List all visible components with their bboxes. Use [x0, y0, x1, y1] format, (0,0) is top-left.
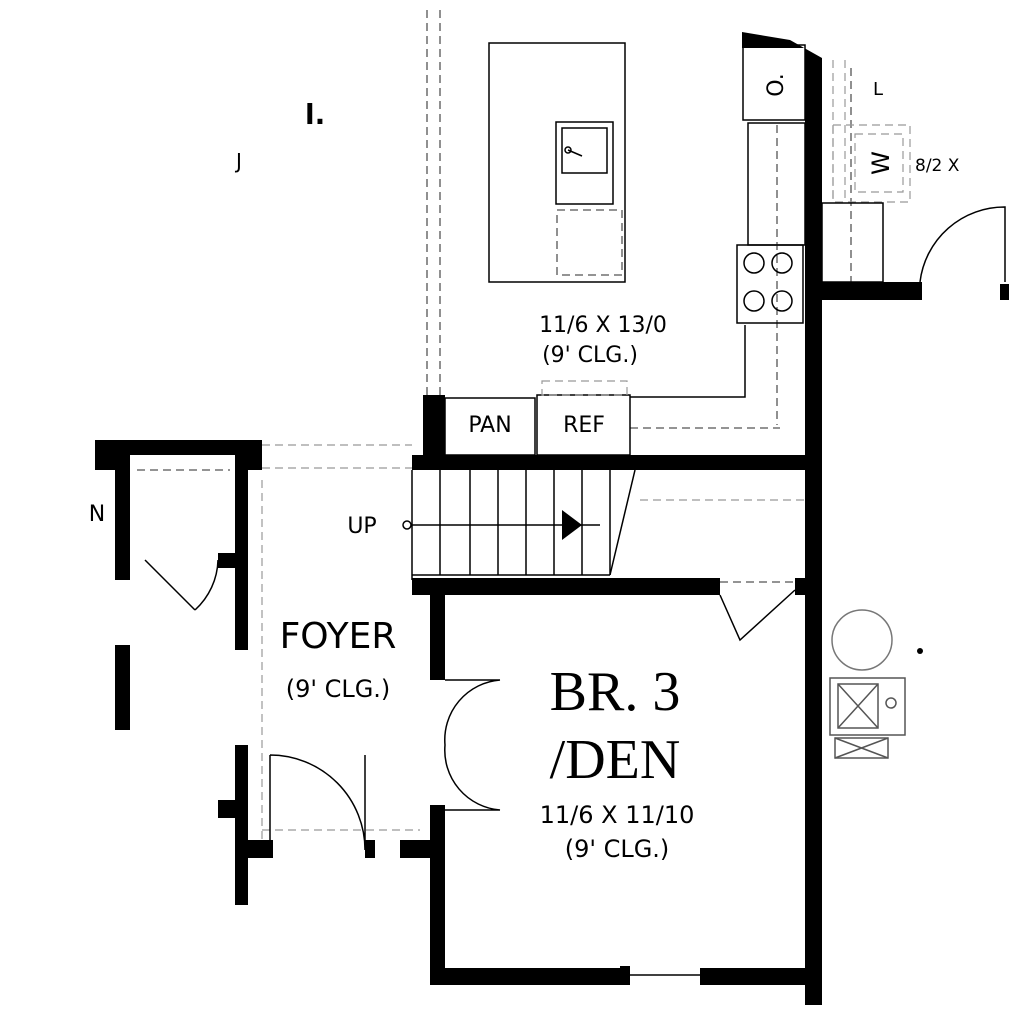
bedroom-subname: /DEN: [550, 729, 681, 791]
pantry-label: PAN: [468, 413, 511, 438]
dishwasher-icon: [556, 209, 623, 276]
bedroom-ceiling: (9' CLG.): [565, 835, 670, 863]
stair-up-label: UP: [347, 514, 376, 539]
bedroom-name: BR. 3: [550, 661, 681, 723]
laundry-fragment: L: [873, 79, 883, 100]
staircase: [262, 444, 805, 580]
exterior-fixtures: [829, 609, 923, 759]
door-swing-icon: [919, 206, 1006, 283]
laundry: W 8/2 X L: [821, 60, 1006, 283]
top-left-fragment: l.: [305, 98, 325, 131]
laundry-dims: 8/2 X: [915, 156, 960, 176]
closet-door-icon: [144, 559, 219, 611]
oven-label: O.: [764, 73, 789, 96]
washer-label: W: [867, 151, 895, 175]
foyer-name: FOYER: [280, 616, 397, 657]
fridge-label: REF: [563, 413, 605, 438]
hook-fragment: J: [234, 149, 242, 173]
bedroom-dims: 11/6 X 11/10: [540, 801, 695, 829]
kitchen-ceiling: (9' CLG.): [542, 343, 638, 368]
sink-icon: [555, 121, 614, 205]
kitchen-counter: O.: [630, 44, 806, 429]
kitchen-island: [488, 42, 626, 283]
entry-door-icon: [269, 754, 366, 851]
cooktop-icon: [736, 244, 804, 324]
left-room-fragment: N: [89, 502, 105, 527]
double-door-icon: [444, 679, 501, 811]
foyer-ceiling: (9' CLG.): [286, 675, 391, 703]
kitchen-dims: 11/6 X 13/0: [539, 313, 667, 338]
closet-door-icon: [719, 589, 796, 642]
arrow-icon: [562, 510, 582, 540]
washer-icon: [854, 133, 904, 193]
